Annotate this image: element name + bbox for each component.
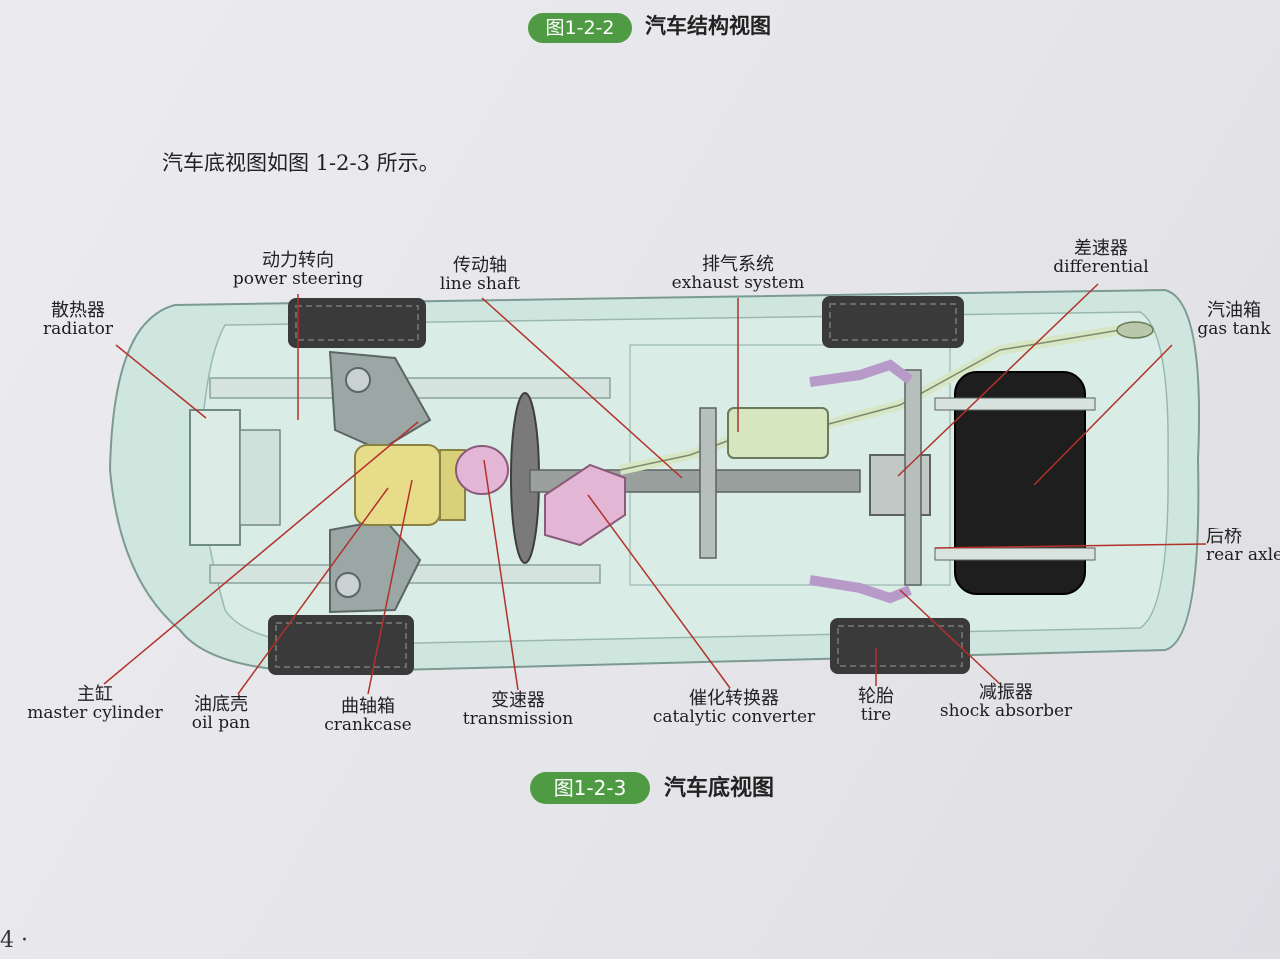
label-power-steering: 动力转向 power steering xyxy=(226,250,370,289)
top-figure-number-badge: 图1-2-2 xyxy=(528,13,632,43)
gas-tank xyxy=(954,371,1086,595)
label-tire: 轮胎 tire xyxy=(846,686,906,725)
label-oil-pan-en: oil pan xyxy=(191,712,251,733)
rear-axle xyxy=(904,369,922,586)
label-transmission: 变速器 transmission xyxy=(455,690,581,729)
label-transmission-en: transmission xyxy=(462,708,574,729)
label-differential-zh: 差速器 xyxy=(1074,238,1128,259)
label-shock-absorber: 减振器 shock absorber xyxy=(934,682,1078,721)
label-radiator: 散热器 radiator xyxy=(30,300,126,339)
leader-radiator xyxy=(115,344,207,419)
label-gas-tank-zh: 汽油箱 xyxy=(1207,300,1261,321)
tire-rear-lower xyxy=(830,618,970,674)
leader-master-cylinder xyxy=(103,421,419,685)
label-master-cylinder-zh: 主缸 xyxy=(77,684,113,705)
muffler xyxy=(727,407,829,459)
transmission-case xyxy=(455,445,509,495)
label-rear-axle-zh: 后桥 xyxy=(1206,528,1242,547)
leader-rear-axle xyxy=(934,543,1207,549)
tire-rear-upper xyxy=(822,296,964,348)
label-differential-en: differential xyxy=(1053,256,1149,277)
label-tire-en: tire xyxy=(860,704,892,725)
label-oil-pan: 油底壳 oil pan xyxy=(176,694,266,733)
label-line-shaft-zh: 传动轴 xyxy=(453,255,507,276)
tank-strap-lower xyxy=(934,547,1096,561)
label-radiator-en: radiator xyxy=(43,318,113,339)
tank-strap-upper xyxy=(934,397,1096,411)
rear-spring-lower xyxy=(809,575,912,604)
label-master-cylinder: 主缸 master cylinder xyxy=(16,684,174,723)
leader-shock-absorber xyxy=(899,589,1001,685)
radiator-core xyxy=(189,409,241,546)
label-line-shaft-en: line shaft xyxy=(439,273,521,294)
crankcase-block xyxy=(354,444,441,526)
label-gas-tank: 汽油箱 gas tank xyxy=(1192,300,1276,339)
tire-front-lower xyxy=(268,615,414,675)
label-radiator-zh: 散热器 xyxy=(51,300,105,321)
label-master-cylinder-en: master cylinder xyxy=(27,702,163,723)
page-number: 4 · xyxy=(0,928,28,953)
tire-front-upper xyxy=(288,298,426,348)
label-shock-absorber-en: shock absorber xyxy=(939,700,1073,721)
exhaust-pipe-rear-outline xyxy=(824,329,1121,426)
label-rear-axle: 后桥 rear axle xyxy=(1206,528,1280,565)
label-catalytic-converter-en: catalytic converter xyxy=(652,706,816,727)
rear-spring-upper xyxy=(809,359,913,387)
label-catalytic-converter-zh: 催化转换器 xyxy=(689,688,779,709)
leader-transmission xyxy=(483,459,519,691)
leader-line-shaft xyxy=(481,297,683,479)
tailpipe xyxy=(1116,321,1154,339)
center-cross-member xyxy=(699,407,717,559)
catalytic-converter-body xyxy=(544,463,626,547)
radiator-fan xyxy=(239,429,281,526)
label-power-steering-zh: 动力转向 xyxy=(262,250,334,271)
leader-oil-pan xyxy=(237,487,389,695)
leader-crankcase xyxy=(367,479,413,695)
label-exhaust-system-en: exhaust system xyxy=(671,272,805,293)
label-differential: 差速器 differential xyxy=(1042,238,1160,277)
label-tire-zh: 轮胎 xyxy=(858,686,894,707)
label-power-steering-en: power steering xyxy=(232,268,364,289)
mount-bolt xyxy=(335,572,361,598)
intro-text: 汽车底视图如图 1-2-3 所示。 xyxy=(162,151,440,175)
label-crankcase-zh: 曲轴箱 xyxy=(341,696,395,717)
mount-bolt xyxy=(345,367,371,393)
label-crankcase: 曲轴箱 crankcase xyxy=(318,696,418,735)
label-exhaust-system: 排气系统 exhaust system xyxy=(668,254,808,293)
leader-gas-tank xyxy=(1033,344,1173,486)
label-rear-axle-en: rear axle xyxy=(1206,544,1280,565)
leader-catalytic-converter xyxy=(587,494,731,689)
label-oil-pan-zh: 油底壳 xyxy=(194,694,248,715)
leader-differential xyxy=(897,283,1099,477)
figure-number-badge: 图1-2-3 xyxy=(530,772,650,804)
label-transmission-zh: 变速器 xyxy=(491,690,545,711)
label-line-shaft: 传动轴 line shaft xyxy=(425,255,535,294)
label-catalytic-converter: 催化转换器 catalytic converter xyxy=(650,688,818,727)
label-crankcase-en: crankcase xyxy=(324,714,412,735)
label-exhaust-system-zh: 排气系统 xyxy=(702,254,774,275)
figure-title: 汽车底视图 xyxy=(664,776,775,801)
label-gas-tank-en: gas tank xyxy=(1197,318,1271,339)
label-shock-absorber-zh: 减振器 xyxy=(979,682,1033,703)
top-figure-title: 汽车结构视图 xyxy=(645,14,771,38)
